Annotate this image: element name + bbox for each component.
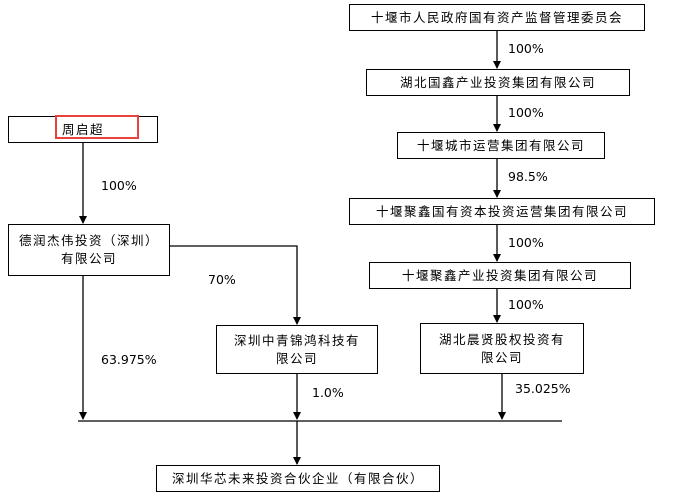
entity-city-ops: 十堰城市运营集团有限公司 <box>397 132 605 159</box>
stake-chenxian-target: 35.025% <box>515 381 571 396</box>
entity-zhongqing-label-1: 深圳中青锦鸿科技有 <box>233 332 360 348</box>
entity-chenxian-label-1: 湖北晨贤股权投资有 <box>438 331 565 347</box>
entity-zhongqing-label-2: 限公司 <box>275 350 318 366</box>
entity-chenxian-label-2: 限公司 <box>480 349 523 365</box>
entity-sasac: 十堰市人民政府国有资产监督管理委员会 <box>349 4 645 31</box>
entity-guoxin: 湖北国鑫产业投资集团有限公司 <box>366 69 630 96</box>
entity-derun-label-2: 有限公司 <box>60 251 117 266</box>
entity-target-label: 深圳华芯未来投资合伙企业（有限合伙） <box>171 470 424 486</box>
entity-juxin-industry-label: 十堰聚鑫产业投资集团有限公司 <box>401 267 598 283</box>
entity-zhou: 周启超 <box>8 116 158 143</box>
entity-juxin-capital: 十堰聚鑫国有资本投资运营集团有限公司 <box>349 198 655 225</box>
entity-chenxian: 湖北晨贤股权投资有 限公司 <box>420 323 584 374</box>
entity-derun: 德润杰伟投资（深圳） 有限公司 <box>8 224 170 276</box>
stake-city-juxin-capital: 98.5% <box>508 169 548 184</box>
entity-sasac-label: 十堰市人民政府国有资产监督管理委员会 <box>370 9 623 25</box>
entity-juxin-industry: 十堰聚鑫产业投资集团有限公司 <box>369 262 631 289</box>
entity-juxin-capital-label: 十堰聚鑫国有资本投资运营集团有限公司 <box>375 203 628 219</box>
stake-derun-zhongqing: 70% <box>208 272 236 287</box>
stake-juxin-capital-industry: 100% <box>508 235 544 250</box>
entity-city-ops-label: 十堰城市运营集团有限公司 <box>416 137 585 153</box>
entity-zhou-label: 周启超 <box>61 121 104 137</box>
entity-target: 深圳华芯未来投资合伙企业（有限合伙） <box>156 465 440 492</box>
entity-zhongqing: 深圳中青锦鸿科技有 限公司 <box>216 325 378 374</box>
stake-derun-target: 63.975% <box>101 352 157 367</box>
entity-guoxin-label: 湖北国鑫产业投资集团有限公司 <box>399 74 596 90</box>
stake-zhongqing-target: 1.0% <box>312 385 344 400</box>
stake-guoxin-city: 100% <box>508 105 544 120</box>
stake-sasac-guoxin: 100% <box>508 41 544 56</box>
stake-juxin-industry-chenxian: 100% <box>508 297 544 312</box>
edge-derun-zhongqing <box>170 245 301 325</box>
stake-zhou-derun: 100% <box>101 178 137 193</box>
entity-derun-label-1: 德润杰伟投资（深圳） <box>18 233 159 248</box>
